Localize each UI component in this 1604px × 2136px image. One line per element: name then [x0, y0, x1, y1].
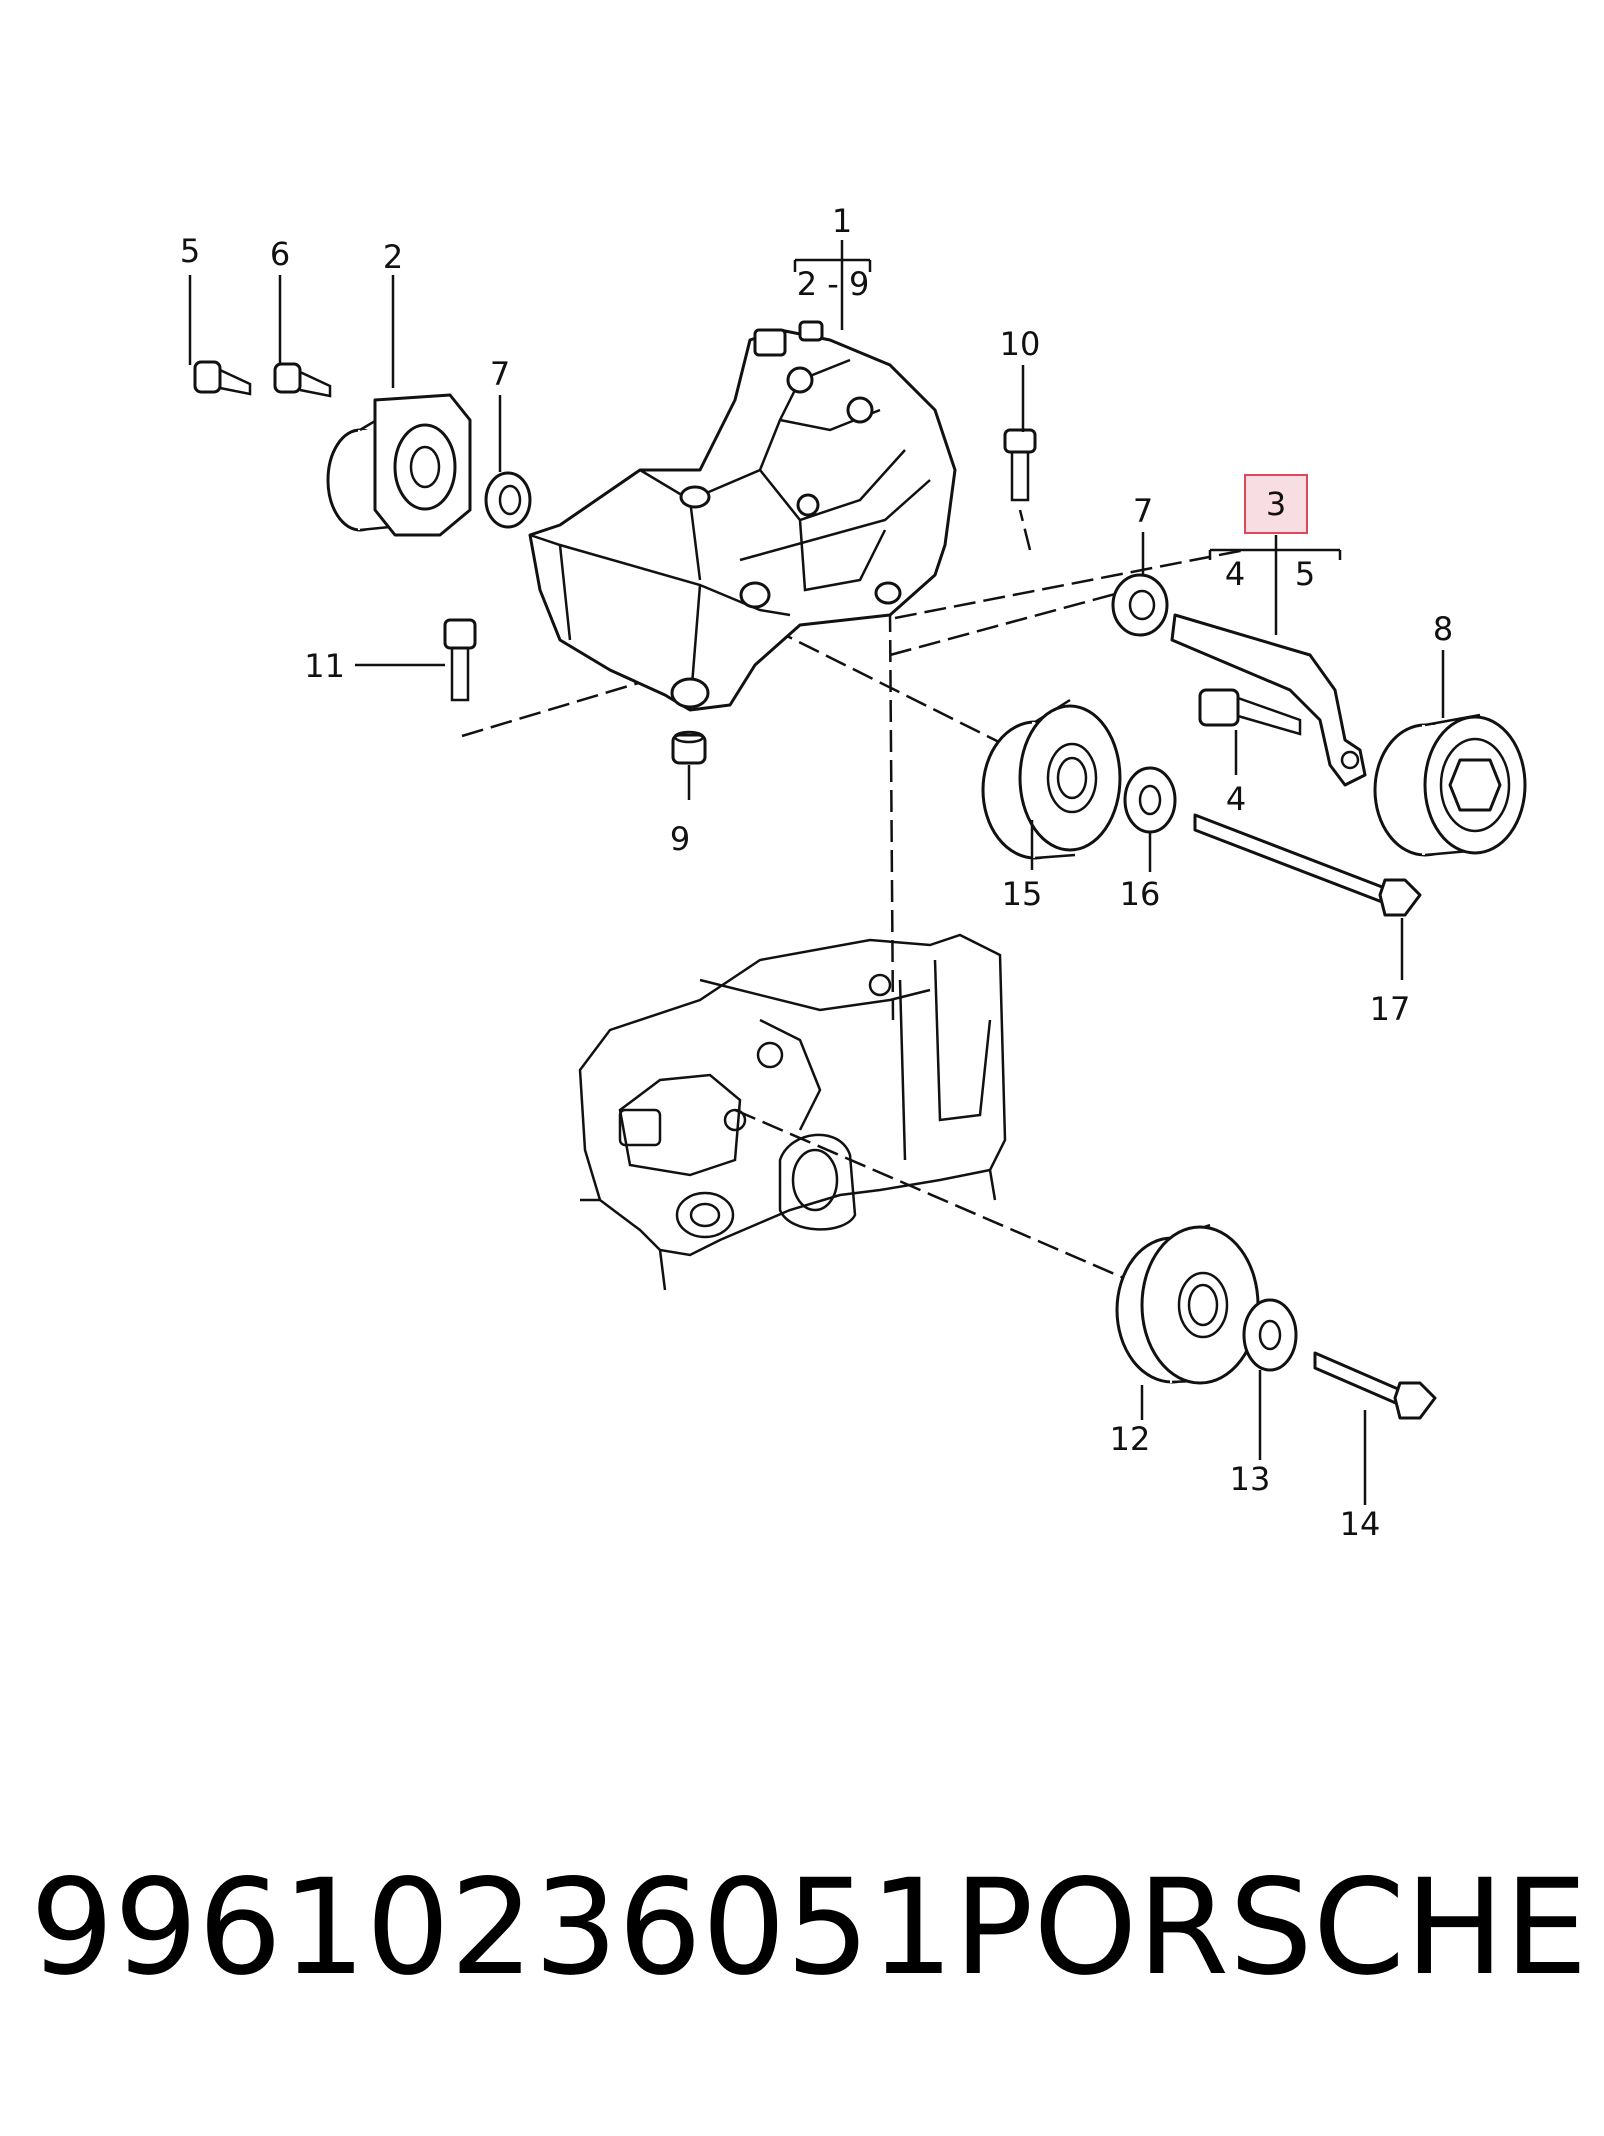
pulley-part-12	[1115, 1223, 1260, 1385]
bolt-part-11	[443, 618, 477, 702]
callout-7a: 7	[490, 355, 510, 393]
callout-labels: 1 2 - 9 2 3 4 5 4 5 6 7 7 8 9 10 11 12 1…	[180, 202, 1453, 1543]
part-number: 99610236051	[30, 1851, 954, 2005]
callout-9: 9	[670, 820, 690, 858]
bolt-part-5	[193, 360, 252, 396]
callout-15: 15	[1002, 875, 1043, 913]
callout-13: 13	[1230, 1460, 1271, 1498]
callout-3-sub-5: 5	[1295, 555, 1315, 593]
brand-name: PORSCHE	[953, 1851, 1588, 2005]
callout-3-sub-4: 4	[1225, 555, 1245, 593]
engine-block	[578, 933, 1007, 1291]
callout-6: 6	[270, 235, 290, 273]
callout-1-range: 2 - 9	[797, 265, 870, 303]
callout-14: 14	[1340, 1505, 1381, 1543]
seal-part-7b	[1111, 573, 1169, 637]
pulley-part-15	[981, 698, 1122, 860]
bush-part-9	[671, 730, 707, 765]
leader-lines	[188, 240, 1445, 1505]
bracket-part-1	[528, 320, 957, 712]
pulley-part-8	[1373, 713, 1527, 857]
callout-12: 12	[1110, 1420, 1151, 1458]
bolt-part-4	[1198, 688, 1302, 736]
callout-3: 3	[1266, 485, 1286, 523]
bolt-part-6	[273, 362, 332, 398]
bolt-part-14	[1313, 1351, 1437, 1420]
bolt-part-10	[1003, 428, 1037, 502]
callout-4: 4	[1226, 780, 1246, 818]
footer: 99610236051 PORSCHE	[30, 1851, 1588, 2005]
callout-10: 10	[1000, 325, 1041, 363]
pulley-part-2	[326, 393, 472, 537]
washer-part-13	[1242, 1298, 1298, 1372]
callout-11: 11	[304, 647, 345, 685]
callout-2: 2	[383, 238, 403, 276]
callout-7b: 7	[1133, 492, 1153, 530]
washer-part-16	[1123, 766, 1177, 834]
seal-part-7a	[484, 471, 532, 529]
callout-5: 5	[180, 232, 200, 270]
callout-8: 8	[1433, 610, 1453, 648]
callout-1: 1	[832, 202, 852, 240]
callout-16: 16	[1120, 875, 1161, 913]
callout-17: 17	[1370, 990, 1411, 1028]
tensioner-arm-part-3	[1170, 613, 1367, 787]
bolt-part-17	[1193, 813, 1422, 917]
highlight-box	[1244, 474, 1308, 534]
